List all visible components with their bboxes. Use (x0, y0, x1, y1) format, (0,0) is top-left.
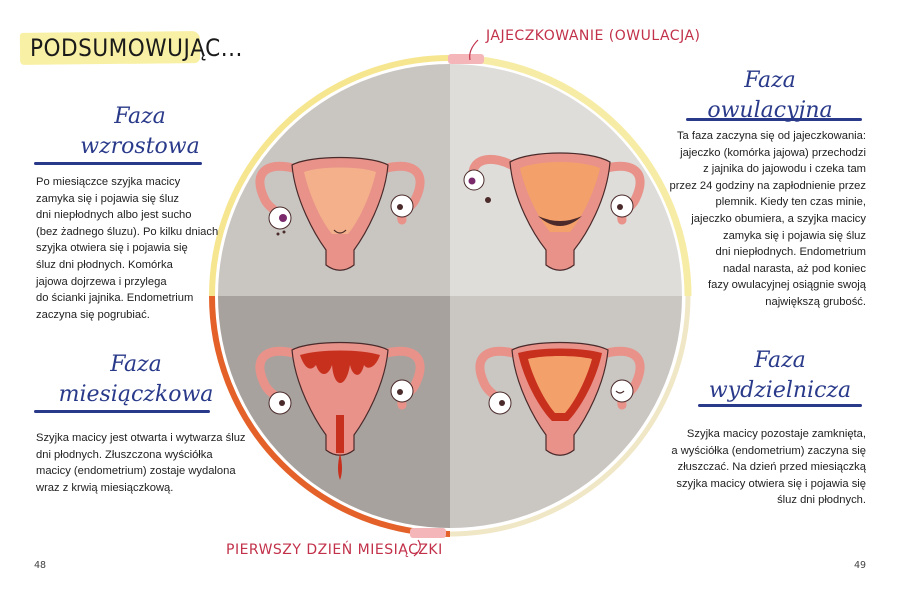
menstrual-text: Szyjka macicy jest otwarta i wytwarza śl… (36, 430, 256, 496)
text-line: z jajnika do jajowodu i czeka tam (703, 163, 866, 176)
page-title: PODSUMOWUJĄC... (30, 34, 243, 62)
page-header: PODSUMOWUJĄC... (19, 26, 242, 68)
menstrual-title-line1: Faza (110, 352, 162, 377)
text-line: złuszczać. Na dzień przed miesiączką (677, 461, 866, 474)
uterus-menstrual-icon (255, 341, 425, 480)
text-line: fazy owulacyjnej osiągnie swoją (708, 279, 866, 292)
growth-underline (34, 162, 202, 165)
ovulation-label: JAJECZKOWANIE (OWULACJA) (486, 28, 701, 44)
text-line: śluz dni płodnych. Komórka (36, 258, 173, 271)
text-line: dni niepłodnych albo jest sucho (36, 209, 192, 222)
text-line: śluz dni płodnych. (777, 494, 866, 507)
text-line: największą grubość. (765, 295, 866, 308)
ovulation-leader (469, 39, 479, 61)
text-line: macicy (endometrium) zostaje wydalona (36, 465, 236, 478)
secretory-text: Szyjka macicy pozostaje zamknięta, a wyś… (620, 426, 866, 509)
text-line: szyjka otwiera się i pojawia się (36, 242, 188, 255)
text-line: jajowa dojrzewa i przylega (36, 275, 167, 288)
ovulation-marker (448, 54, 484, 64)
text-line: a wyściółka (endometrium) zaczyna się (671, 444, 866, 457)
ovulatory-text: Ta faza zaczyna się od jajeczkowania: ja… (656, 128, 866, 311)
text-line: Szyjka macicy pozostaje zamknięta, (686, 428, 866, 440)
secretory-phase-title: Faza wydzielnicza (700, 346, 860, 406)
text-line: zamyka się i pojawia się śluz (36, 192, 180, 205)
uterus-secretory-icon (475, 341, 645, 456)
first-day-leader (413, 539, 421, 557)
text-line: Ta faza zaczyna się od jajeczkowania: (676, 130, 866, 142)
text-line: nadal narasta, aż pod koniec (722, 262, 866, 275)
first-day-label: PIERWSZY DZIEŃ MIESIĄCZKI (226, 542, 443, 558)
text-line: zamyka się i pojawia się śluz (722, 229, 866, 242)
text-line: Po miesiączce szyjka macicy (36, 176, 181, 188)
ovulatory-title-line2: owulacyjna (707, 98, 833, 123)
menstrual-underline (34, 410, 210, 413)
uterus-ovulatory-icon (463, 152, 645, 271)
text-line: Szyjka macicy jest otwarta i wytwarza śl… (36, 432, 246, 444)
growth-text: Po miesiączce szyjka macicy zamyka się i… (36, 174, 236, 323)
text-line: szyjka macicy otwiera się i pojawia się (676, 477, 866, 490)
ring-secretory (449, 295, 691, 537)
secretory-title-line1: Faza (754, 348, 806, 373)
ovulatory-phase-title: Faza owulacyjna (690, 66, 850, 126)
text-line: (bez żadnego śluzu). Po kilku dniach (36, 225, 219, 238)
growth-title-line2: wzrostowa (80, 134, 200, 159)
uterus-growth-icon (255, 156, 425, 271)
text-line: wraz z krwią miesiączkową. (36, 481, 174, 494)
ring-growth (209, 55, 451, 297)
ovulatory-title-line1: Faza (744, 68, 796, 93)
menstrual-title-line2: miesiączkowa (58, 382, 214, 407)
menstrual-phase-title: Faza miesiączkowa (46, 350, 226, 410)
text-line: zaczyna się pogrubiać. (36, 308, 150, 321)
ring-menstrual (209, 295, 451, 537)
growth-title-line1: Faza (114, 104, 166, 129)
text-line: plemnik. Kiedy ten czas minie, (715, 196, 866, 209)
text-line: przez 24 godziny na zapłodnienie przez (669, 179, 866, 192)
page-number-left: 48 (34, 560, 47, 571)
text-line: dni niepłodnych. Endometrium (715, 246, 867, 259)
text-line: jajeczko obumiera, a szyjka macicy (691, 212, 866, 225)
text-line: dni płodnych. Złuszczona wyściółka (36, 448, 213, 461)
page-number-right: 49 (854, 560, 867, 571)
first-day-marker (410, 528, 446, 538)
ring-ovulatory (449, 54, 692, 297)
secretory-title-line2: wydzielnicza (708, 378, 852, 403)
growth-phase-title: Faza wzrostowa (60, 102, 220, 162)
secretory-underline (698, 404, 862, 407)
ovulatory-underline (686, 118, 862, 121)
text-line: jajeczko (komórka jajowa) przechodzi (680, 146, 866, 159)
text-line: do ścianki jajnika. Endometrium (36, 292, 194, 305)
